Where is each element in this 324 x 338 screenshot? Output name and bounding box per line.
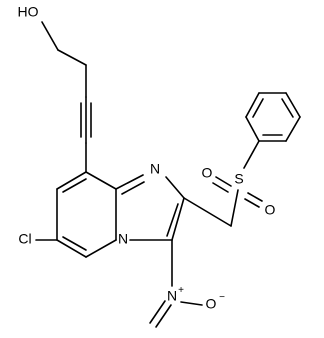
double-bond-s-o2-b xyxy=(244,198,260,208)
sulfonyl-oxygen-2-label: O xyxy=(265,202,276,218)
bond-o-c1 xyxy=(41,21,59,51)
sulfur-label: S xyxy=(234,171,243,187)
bond-c2-c3 xyxy=(171,197,185,241)
nitro-nitrogen-label: N xyxy=(167,288,177,304)
bond-c1-c2 xyxy=(57,49,87,66)
imidazole-nitrogen-label: N xyxy=(150,161,160,177)
nitro-nitrogen-charge: + xyxy=(178,285,184,296)
double-bond-c7-c8 xyxy=(62,178,87,193)
phenyl-bond-4 xyxy=(285,92,301,118)
bond-n1-c2 xyxy=(165,176,185,199)
phenyl-bond-1 xyxy=(245,116,260,142)
bond-c5-c6 xyxy=(56,239,87,258)
double-bond-s-o1-a xyxy=(215,176,232,187)
atom-labels: HO N N Cl S O O N + O − xyxy=(18,4,276,312)
bond-c8-c8a xyxy=(85,171,117,190)
phenyl-double-1 xyxy=(252,98,264,118)
bonds xyxy=(35,21,301,328)
nitro-oxygen-label: O xyxy=(206,296,217,312)
bond-s-phenyl xyxy=(243,140,260,169)
phenyl-bond-5 xyxy=(285,116,301,142)
hydroxyl-label: HO xyxy=(18,4,39,20)
bond-nitro-n-o-single xyxy=(180,301,203,306)
double-bond-c2-c3 xyxy=(166,203,179,237)
double-bond-nitro-n-o-a xyxy=(149,300,166,324)
double-bond-s-o1-b xyxy=(212,182,229,193)
double-bond-s-o2-a xyxy=(247,192,263,202)
double-bond-c8a-n1 xyxy=(121,181,145,195)
nitro-oxygen-charge: − xyxy=(219,292,225,303)
bond-c7-c8 xyxy=(56,171,87,190)
double-bond-c5-c6 xyxy=(62,236,87,251)
sulfonyl-oxygen-1-label: O xyxy=(202,165,213,181)
double-bond-nitro-n-o-b xyxy=(155,304,172,328)
bridgehead-nitrogen-label: N xyxy=(118,231,128,247)
phenyl-bond-2 xyxy=(245,92,260,118)
phenyl-double-2 xyxy=(281,98,294,118)
bond-n4-c5 xyxy=(85,239,117,258)
bond-c2-ch2 xyxy=(183,197,232,227)
bond-c8a-n1 xyxy=(115,174,144,190)
chlorine-label: Cl xyxy=(18,231,31,247)
bond-ch2-s xyxy=(230,189,239,227)
